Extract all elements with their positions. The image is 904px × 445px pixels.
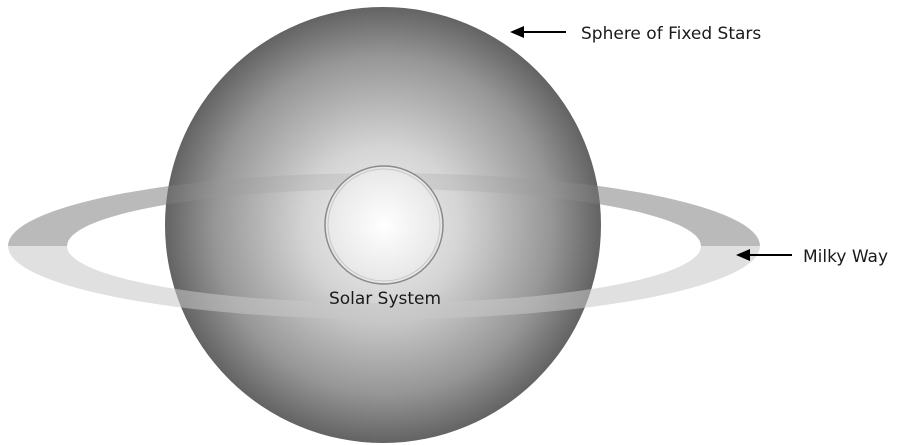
- milky-way-label: Milky Way: [803, 247, 888, 267]
- fixed-stars-label: Sphere of Fixed Stars: [581, 24, 761, 44]
- solar-system-circle: [325, 166, 443, 284]
- solar-system-label: Solar System: [329, 289, 441, 309]
